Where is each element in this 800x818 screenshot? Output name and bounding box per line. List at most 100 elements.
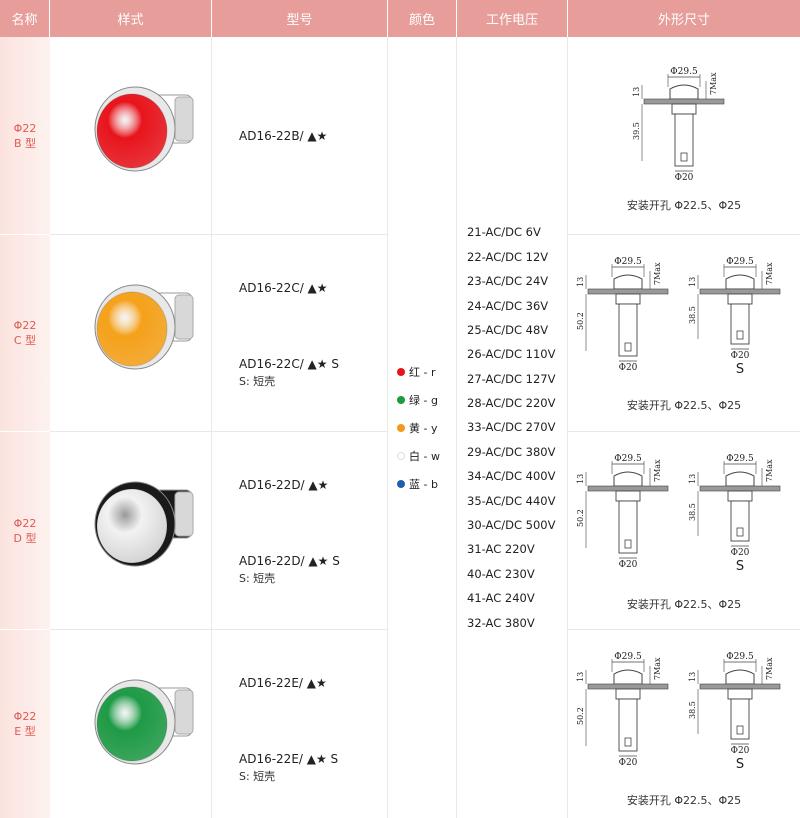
short-shell-note: S: 短壳 (239, 375, 276, 388)
svg-text:7Max: 7Max (765, 657, 774, 680)
red-dot-icon (397, 367, 405, 376)
voltage-item: 35-AC/DC 440V (467, 493, 556, 508)
blue-dot-icon (397, 479, 405, 488)
product-image-b (50, 37, 212, 235)
svg-text:13: 13 (632, 87, 641, 97)
color-label: 白 - w (409, 449, 440, 463)
name-type: E 型 (14, 725, 36, 738)
svg-text:7Max: 7Max (653, 657, 662, 680)
indicator-lamp-image (94, 481, 194, 567)
svg-text:39.5: 39.5 (632, 122, 641, 140)
svg-text:Φ29.5: Φ29.5 (614, 257, 642, 267)
short-shell-note: S: 短壳 (239, 770, 276, 783)
voltage-item: 34-AC/DC 400V (467, 469, 556, 484)
color-options: 红 - r 绿 - g 黄 - y 白 - w 蓝 - b (388, 37, 457, 818)
svg-text:Φ20: Φ20 (619, 560, 638, 570)
svg-text:Φ20: Φ20 (675, 173, 694, 183)
indicator-lamp-image (94, 86, 194, 172)
model-code: AD16-22E/ ▲★ (239, 676, 327, 690)
color-label: 红 - r (409, 365, 436, 379)
white-dot-icon (397, 451, 405, 460)
svg-text:Φ29.5: Φ29.5 (726, 454, 754, 464)
svg-text:7Max: 7Max (765, 262, 774, 285)
svg-text:13: 13 (688, 474, 697, 484)
voltage-item: 32-AC 380V (467, 615, 535, 630)
svg-text:S: S (736, 362, 744, 377)
svg-text:38.5: 38.5 (688, 503, 697, 521)
voltage-item: 27-AC/DC 127V (467, 371, 556, 386)
name-size: Φ22 (13, 121, 37, 135)
model-cell-b: AD16-22B/ ▲★ (212, 37, 388, 235)
row-name-e: Φ22 E 型 (0, 630, 50, 818)
model-code: AD16-22D/ ▲★ (239, 478, 329, 492)
svg-text:Φ20: Φ20 (731, 351, 750, 361)
voltage-item: 30-AC/DC 500V (467, 518, 556, 533)
voltage-item: 26-AC/DC 110V (467, 347, 556, 362)
svg-text:Φ29.5: Φ29.5 (670, 67, 698, 77)
svg-text:38.5: 38.5 (688, 306, 697, 324)
indicator-lamp-image (94, 284, 194, 370)
color-label: 蓝 - b (409, 477, 438, 491)
yellow-dot-icon (397, 423, 405, 432)
color-label: 黄 - y (409, 421, 438, 435)
model-code-short: AD16-22D/ ▲★ S (239, 554, 340, 568)
svg-text:Φ29.5: Φ29.5 (726, 652, 754, 662)
color-item-green: 绿 - g (397, 386, 456, 414)
svg-text:13: 13 (688, 672, 697, 682)
row-name-b: Φ22 B 型 (0, 37, 50, 235)
svg-text:Φ20: Φ20 (731, 746, 750, 756)
voltage-item: 22-AC/DC 12V (467, 249, 549, 264)
name-type: B 型 (13, 136, 37, 150)
voltage-item: 41-AC 240V (467, 591, 535, 606)
mounting-hole-caption: 安装开孔 Φ22.5、Φ25 (626, 399, 742, 412)
color-item-red: 红 - r (397, 358, 456, 386)
mounting-hole-caption: 安装开孔 Φ22.5、Φ25 (626, 199, 742, 212)
voltage-item: 28-AC/DC 220V (467, 396, 556, 411)
color-label: 绿 - g (409, 393, 438, 407)
color-item-yellow: 黄 - y (397, 414, 456, 442)
product-image-c (50, 235, 212, 432)
voltage-item: 33-AC/DC 270V (467, 420, 556, 435)
product-image-d (50, 432, 212, 630)
svg-text:13: 13 (688, 277, 697, 287)
voltage-item: 31-AC 220V (467, 542, 535, 557)
header-dimension: 外形尺寸 (568, 0, 800, 37)
svg-text:13: 13 (576, 672, 585, 682)
row-name-c: Φ22 C 型 (0, 235, 50, 432)
model-code-short: AD16-22E/ ▲★ S (239, 752, 339, 766)
svg-text:S: S (736, 559, 744, 574)
name-type: D 型 (13, 531, 37, 545)
name-size: Φ22 (13, 516, 37, 530)
voltage-item: 24-AC/DC 36V (467, 298, 549, 313)
svg-text:50.2: 50.2 (576, 707, 585, 725)
header-style: 样式 (50, 0, 212, 37)
name-size: Φ22 (13, 319, 37, 332)
name-size: Φ22 (13, 710, 37, 723)
svg-text:50.2: 50.2 (576, 312, 585, 330)
green-dot-icon (397, 395, 405, 404)
header-voltage: 工作电压 (457, 0, 568, 37)
voltage-item: 29-AC/DC 380V (467, 444, 556, 459)
svg-text:S: S (736, 757, 744, 772)
model-cell-c: AD16-22C/ ▲★ AD16-22C/ ▲★ S S: 短壳 (212, 235, 388, 432)
svg-text:7Max: 7Max (709, 72, 718, 95)
header-name: 名称 (0, 0, 50, 37)
voltage-item: 25-AC/DC 48V (467, 322, 549, 337)
svg-text:Φ20: Φ20 (731, 548, 750, 558)
model-code-short: AD16-22C/ ▲★ S (239, 357, 339, 371)
mounting-hole-caption: 安装开孔 Φ22.5、Φ25 (626, 794, 742, 807)
name-type: C 型 (13, 334, 37, 347)
svg-text:38.5: 38.5 (688, 701, 697, 719)
model-code: AD16-22B/ ▲★ (239, 128, 328, 143)
indicator-lamp-image (94, 679, 194, 765)
svg-text:7Max: 7Max (653, 459, 662, 482)
product-image-e (50, 630, 212, 818)
